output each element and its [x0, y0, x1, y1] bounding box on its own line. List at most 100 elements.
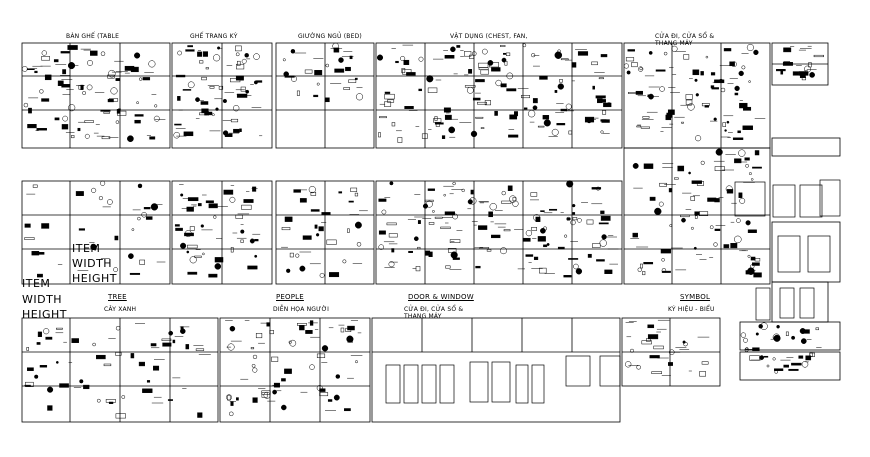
cad-block — [134, 119, 141, 124]
cad-block — [417, 220, 421, 224]
cad-block — [142, 388, 153, 393]
cad-circle — [222, 130, 229, 136]
cad-block — [26, 347, 29, 351]
subtitle-door-window-line1: CỬA ĐI, CỬA SỔ & — [404, 306, 464, 313]
cad-block — [501, 200, 512, 204]
cad-circle — [715, 148, 723, 156]
cad-circle — [217, 46, 221, 50]
cad-block — [444, 55, 455, 59]
cad-block — [207, 111, 213, 116]
cad-circle — [100, 180, 106, 186]
cad-block — [539, 75, 548, 80]
cad-circle — [400, 55, 406, 62]
cad-block — [543, 244, 548, 248]
cad-block — [680, 214, 690, 218]
cad-block — [783, 364, 789, 368]
cad-block — [175, 74, 186, 78]
cad-block — [37, 331, 42, 337]
cad-block — [101, 136, 111, 140]
cad-block — [391, 248, 395, 253]
cad-circle — [467, 199, 473, 205]
cad-block — [477, 101, 487, 105]
label-width-b: WIDTH — [22, 293, 63, 306]
cad-block — [567, 217, 571, 221]
cad-block — [685, 99, 693, 105]
cad-block — [167, 399, 173, 401]
cad-circle — [688, 171, 691, 175]
cad-block — [700, 71, 704, 76]
cad-block — [297, 323, 307, 326]
cad-block — [568, 258, 579, 260]
cad-circle — [213, 54, 221, 62]
cad-block — [557, 246, 565, 250]
cad-block — [388, 233, 398, 238]
cad-circle — [62, 115, 69, 122]
subtitle-people: DIỄN HỌA NGƯỜI — [273, 306, 330, 313]
cad-block — [28, 107, 32, 114]
cad-block — [77, 127, 81, 132]
cad-block — [71, 135, 75, 139]
cad-circle — [253, 80, 258, 85]
cad-block — [549, 208, 558, 211]
cad-block — [349, 55, 353, 60]
cad-circle — [734, 235, 742, 244]
cad-block — [404, 106, 414, 109]
cad-circle — [180, 242, 187, 249]
cad-block — [506, 88, 517, 92]
cad-circle — [100, 51, 106, 56]
cad-circle — [187, 81, 195, 89]
cad-circle — [739, 197, 746, 204]
cad-block — [37, 273, 43, 278]
cad-circle — [47, 386, 54, 393]
cad-block — [401, 68, 406, 74]
cad-block — [714, 166, 725, 171]
cad-block — [130, 66, 139, 73]
cad-circle — [173, 131, 180, 139]
cad-circle — [744, 347, 749, 352]
cad-block — [302, 235, 312, 240]
cad-circle — [245, 89, 250, 94]
cad-block — [500, 45, 506, 47]
cad-circle — [632, 162, 639, 169]
cad-circle — [570, 219, 576, 226]
cad-circle — [683, 341, 688, 347]
cad-block — [508, 187, 513, 191]
cad-circle — [801, 361, 809, 368]
cad-block — [449, 239, 461, 243]
cad-circle — [489, 203, 497, 211]
cad-circle — [79, 379, 84, 384]
cad-circle — [636, 365, 641, 370]
label-width-a: WIDTH — [72, 257, 113, 270]
cad-block — [67, 45, 78, 50]
cad-block — [754, 150, 760, 156]
cad-circle — [791, 335, 796, 340]
cad-block — [478, 67, 489, 70]
cad-circle — [319, 272, 325, 278]
cad-block — [488, 211, 493, 218]
cad-block — [475, 79, 485, 83]
cad-block — [293, 189, 301, 193]
cad-circle — [282, 58, 286, 62]
cad-block — [805, 355, 812, 361]
cad-block — [699, 371, 706, 377]
cad-block — [494, 110, 498, 116]
cad-block — [744, 157, 750, 161]
cad-block — [403, 59, 410, 65]
cad-circle — [738, 149, 746, 157]
cad-block — [478, 225, 488, 230]
cad-circle — [522, 43, 527, 48]
cad-block — [691, 180, 702, 184]
cad-block — [694, 211, 700, 216]
cad-circle — [690, 226, 694, 230]
cad-circle — [195, 97, 200, 102]
cad-circle — [67, 62, 76, 70]
cad-circle — [335, 374, 341, 379]
cad-circle — [21, 66, 28, 72]
cad-circle — [316, 82, 320, 86]
cad-block — [338, 191, 343, 194]
cad-circle — [546, 243, 550, 246]
cad-block — [321, 212, 331, 215]
cad-block — [62, 69, 67, 75]
cad-circle — [736, 218, 741, 223]
cad-block — [714, 198, 720, 203]
